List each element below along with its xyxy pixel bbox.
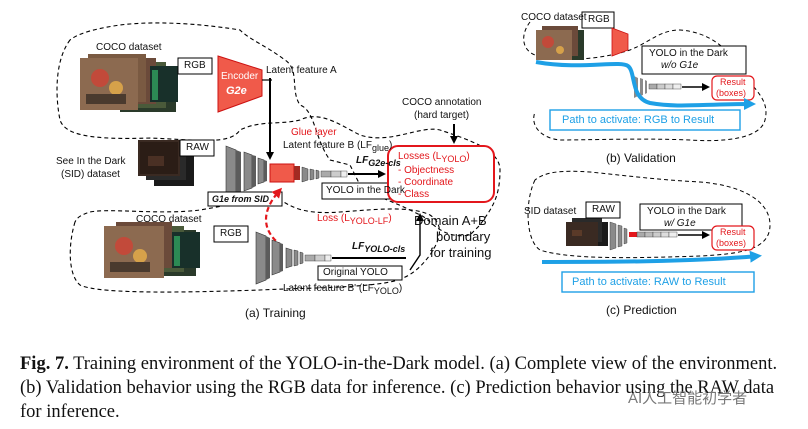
panel-c-label: (c) Prediction xyxy=(606,303,677,317)
coco-dataset-label-1: COCO dataset xyxy=(96,42,162,53)
prediction-raw-box xyxy=(585,201,621,219)
losses-box xyxy=(387,145,495,203)
coco-annotation-line1: COCO annotation xyxy=(402,97,482,108)
prediction-result-line1: Result xyxy=(720,227,746,237)
encoder-name: G2e xyxy=(226,85,247,97)
original-yolo-label: Original YOLO xyxy=(323,267,388,278)
losses-item-objectness: - Objectness xyxy=(398,165,455,176)
domain-boundary-label-2: boundary xyxy=(436,229,491,244)
validation-result-line2: (boxes) xyxy=(716,88,747,98)
validation-image-stack xyxy=(536,26,584,60)
coco-dataset-label-2: COCO dataset xyxy=(136,214,202,225)
rgb-label-2: RGB xyxy=(220,228,242,239)
validation-yolo-layers xyxy=(634,76,682,98)
yolo-in-dark-label: YOLO in the Dark xyxy=(326,185,405,196)
domain-boundary-label-1: Domain A+B xyxy=(414,213,487,228)
panel-b-label: (b) Validation xyxy=(606,151,676,165)
rgb-box-2 xyxy=(213,225,249,243)
raw-label-1: RAW xyxy=(186,142,209,153)
losses-title: Losses (LYOLO) xyxy=(398,151,470,164)
prediction-sid-label: SID dataset xyxy=(524,206,577,217)
lf-yolo-cls: LFYOLO-cls xyxy=(352,241,406,254)
domain-boundary-label-3: for training xyxy=(430,245,492,260)
prediction-boundary xyxy=(527,170,771,259)
glue-layer-block xyxy=(269,163,295,183)
prediction-result-line2: (boxes) xyxy=(716,238,747,248)
validation-rgb-label: RGB xyxy=(588,14,610,25)
validation-yolo-line1: YOLO in the Dark xyxy=(649,48,728,59)
coco-image-stack-top xyxy=(80,54,178,112)
losses-item-coordinate: - Coordinate xyxy=(398,177,454,188)
validation-blue-path xyxy=(535,60,756,111)
validation-rgb-box xyxy=(581,11,615,29)
coco-annotation-line2: (hard target) xyxy=(414,110,470,121)
validation-path-label: Path to activate: RGB to Result xyxy=(562,114,715,126)
prediction-yolo-line1: YOLO in the Dark xyxy=(647,206,726,217)
panel-a-label: (a) Training xyxy=(245,306,306,320)
encoder-g2e xyxy=(217,55,263,113)
figure-caption: Fig. 7. Training environment of the YOLO… xyxy=(20,352,790,424)
prediction-path-label: Path to activate: RAW to Result xyxy=(572,276,726,288)
sid-dataset-label-2: (SID) dataset xyxy=(61,169,120,180)
validation-yolo-box xyxy=(641,45,747,75)
figure-number: Fig. 7. xyxy=(20,354,69,374)
latent-feature-a: Latent feature A xyxy=(266,65,337,76)
watermark: AI人工智能初学者 xyxy=(628,390,748,407)
validation-yolo-line2: w/o G1e xyxy=(661,60,699,71)
prediction-blue-path xyxy=(541,250,762,264)
validation-coco-label: COCO dataset xyxy=(521,12,587,23)
validation-path-box xyxy=(549,109,741,131)
sid-image-stack xyxy=(138,140,194,186)
yolo-dark-layers xyxy=(301,166,348,183)
caption-text: Training environment of the YOLO-in-the-… xyxy=(20,354,778,422)
g1e-label-box xyxy=(207,191,283,207)
diagram-svg xyxy=(56,11,771,293)
prediction-result-box xyxy=(711,225,755,251)
g1e-from-sid-label: G1e from SID xyxy=(212,194,270,204)
encoder-label: Encoder xyxy=(221,71,259,82)
losses-item-class: - Class xyxy=(398,189,430,200)
lf-g2e-cls: LFG2e-cls xyxy=(356,155,401,168)
rgb-box-1 xyxy=(177,57,213,75)
validation-encoder xyxy=(611,27,629,57)
validation-result-line1: Result xyxy=(720,77,746,87)
prediction-yolo-line2: w/ G1e xyxy=(664,218,696,229)
latent-feature-b-prime: Latent feature B' (LFYOLO) xyxy=(283,283,403,296)
original-yolo-layers xyxy=(255,231,332,285)
raw-box-1 xyxy=(179,139,215,157)
arrow-original-to-losses xyxy=(409,213,424,271)
loss-yolo-lf-label: Loss (LYOLO-LF) xyxy=(317,213,392,226)
latent-feature-b: Latent feature B (LFglue) xyxy=(283,140,393,153)
rgb-label-1: RGB xyxy=(184,60,206,71)
prediction-g1e-layers xyxy=(609,221,678,251)
prediction-path-box xyxy=(561,271,755,293)
validation-result-box xyxy=(711,75,755,101)
sid-dataset-label-1: See In the Dark xyxy=(56,156,126,167)
g1e-layers xyxy=(225,145,267,201)
prediction-image-stack xyxy=(566,218,608,246)
domain-boundary-bottom xyxy=(69,199,440,293)
original-yolo-box xyxy=(317,265,403,281)
loss-dashed-arrow xyxy=(265,187,283,247)
prediction-raw-label: RAW xyxy=(592,204,615,215)
glue-layer-label: Glue layer xyxy=(291,127,337,138)
coco-image-stack-bottom xyxy=(104,222,200,278)
